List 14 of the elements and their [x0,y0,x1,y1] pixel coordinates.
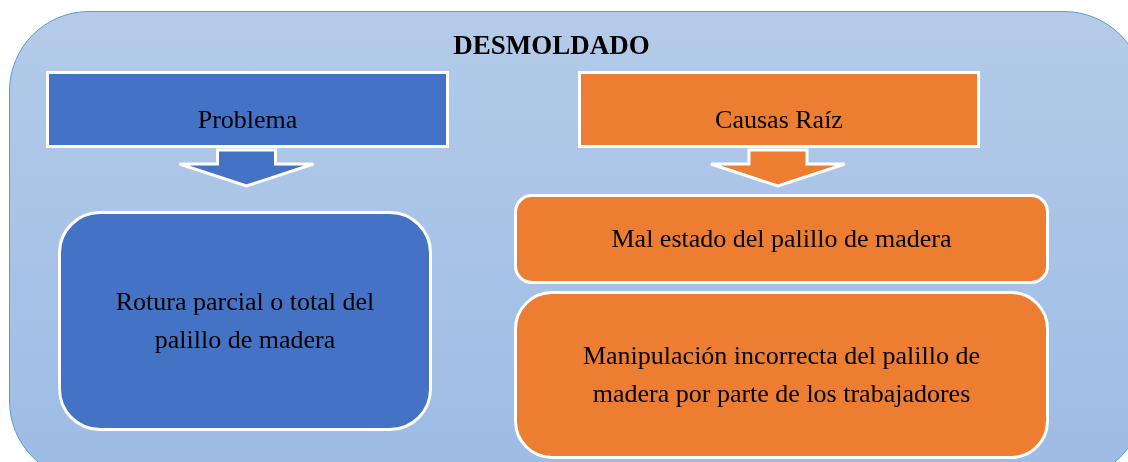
block-arrow [178,148,315,188]
box-text: Causas Raíz [715,104,843,137]
box-text: Mal estado del palillo de madera [611,223,952,256]
rounded-box [514,291,1049,459]
group-panel [9,11,1128,462]
box-text: Problema [197,104,298,137]
panel-title: DESMOLDADO [452,30,651,61]
block-arrow [709,148,847,188]
header-box [46,71,449,148]
header-box [578,71,980,148]
box-text: Manipulación incorrecta del palillo de madera por parte de los trabajadores [581,340,982,410]
rounded-box [58,211,432,431]
rounded-box [514,194,1049,284]
box-text: Rotura parcial o total del palillo de madera [114,286,376,356]
